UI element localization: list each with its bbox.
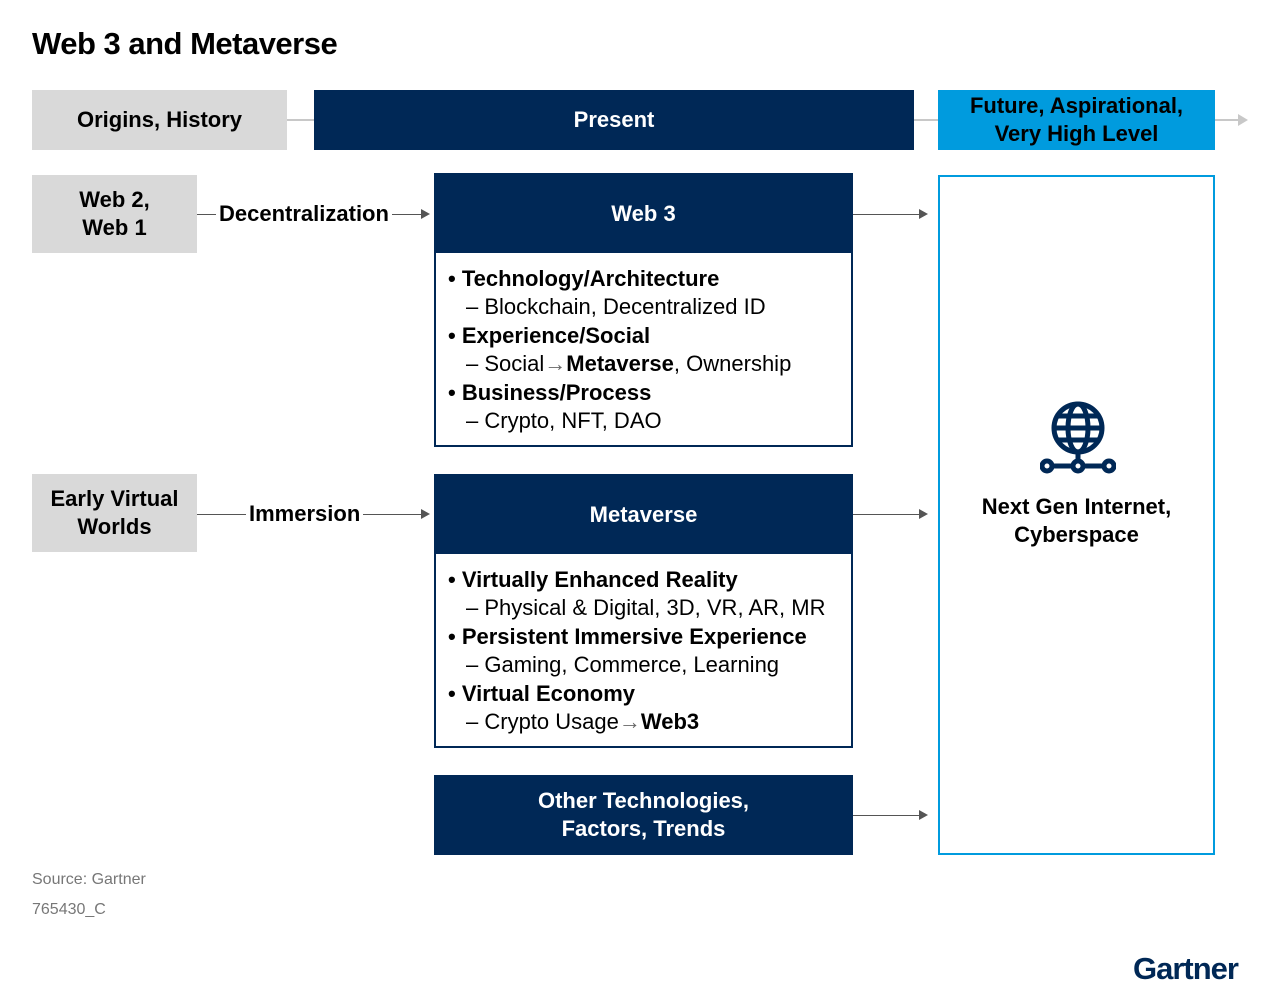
timeline-line [914, 119, 938, 121]
list-item: • Virtually Enhanced Reality – Physical … [448, 566, 851, 622]
sub-item: – Crypto Usage→Web3 [466, 709, 700, 734]
connector-arrowhead [919, 209, 928, 219]
figure-id: 765430_C [32, 901, 106, 918]
other-technologies-box: Other Technologies, Factors, Trends [434, 775, 853, 855]
other-label-line1: Other Technologies, [537, 788, 750, 813]
arrow-right-icon: → [618, 709, 641, 734]
web3-to-future-connector [853, 214, 920, 215]
bullet: • Virtual Economy [448, 681, 636, 706]
future-label-line2: Cyberspace [1014, 522, 1139, 547]
origins-label: Origins, History [76, 107, 243, 132]
sub-item: – Social→Metaverse, Ownership [466, 351, 792, 376]
web3-list: • Technology/Architecture – Blockchain, … [436, 253, 851, 435]
timeline-line [287, 119, 314, 121]
page-title: Web 3 and Metaverse [32, 26, 338, 61]
web3-card: Web 3 • Technology/Architecture – Blockc… [434, 173, 853, 447]
timeline-line [1215, 119, 1239, 121]
sub-item: – Physical & Digital, 3D, VR, AR, MR [466, 595, 826, 620]
metaverse-heading: Metaverse [436, 476, 851, 554]
connector-arrowhead [919, 810, 928, 820]
arrow-right-icon: → [544, 351, 567, 376]
timeline-arrowhead [1238, 114, 1248, 126]
bullet: • Business/Process [448, 380, 652, 405]
present-label: Present [573, 107, 655, 132]
globe-network-icon [1040, 401, 1116, 474]
connector-arrowhead [421, 209, 430, 219]
metaverse-card: Metaverse • Virtually Enhanced Reality –… [434, 474, 853, 748]
future-label-line1: Future, Aspirational, [969, 93, 1184, 118]
future-label-line1: Next Gen Internet, [981, 494, 1172, 519]
connector-arrowhead [919, 509, 928, 519]
web3-heading: Web 3 [436, 175, 851, 253]
early-virtual-label: Early Virtual [50, 486, 179, 511]
web1-label: Web 1 [82, 215, 147, 240]
future-header: Future, Aspirational, Very High Level [938, 90, 1215, 150]
origins-header: Origins, History [32, 90, 287, 150]
list-item: • Virtual Economy – Crypto Usage→Web3 [448, 680, 851, 736]
bullet: • Persistent Immersive Experience [448, 624, 807, 649]
immersion-label: Immersion [246, 501, 364, 527]
list-item: • Technology/Architecture – Blockchain, … [448, 265, 851, 321]
bullet: • Virtually Enhanced Reality [448, 567, 738, 592]
connector-arrowhead [421, 509, 430, 519]
bullet: • Technology/Architecture [448, 266, 720, 291]
decentralization-label: Decentralization [216, 201, 392, 227]
present-header: Present [314, 90, 914, 150]
sub-item: – Blockchain, Decentralized ID [466, 294, 766, 319]
web2-label: Web 2, [79, 187, 150, 212]
other-label-line2: Factors, Trends [561, 816, 726, 841]
list-item: • Experience/Social – Social→Metaverse, … [448, 322, 851, 378]
future-label: Next Gen Internet, Cyberspace [940, 493, 1213, 549]
metaverse-to-future-connector [853, 514, 920, 515]
bullet: • Experience/Social [448, 323, 651, 348]
sub-item: – Crypto, NFT, DAO [466, 408, 662, 433]
web2-web1-box: Web 2, Web 1 [32, 175, 197, 253]
source-note: Source: Gartner [32, 871, 146, 888]
future-label-line2: Very High Level [994, 121, 1159, 146]
other-to-future-connector [853, 815, 920, 816]
worlds-label: Worlds [77, 514, 152, 539]
list-item: • Persistent Immersive Experience – Gami… [448, 623, 851, 679]
list-item: • Business/Process – Crypto, NFT, DAO [448, 379, 851, 435]
metaverse-list: • Virtually Enhanced Reality – Physical … [436, 554, 851, 736]
sub-item: – Gaming, Commerce, Learning [466, 652, 780, 677]
early-virtual-worlds-box: Early Virtual Worlds [32, 474, 197, 552]
future-box: Next Gen Internet, Cyberspace [938, 175, 1215, 855]
gartner-logo: Gartner [1133, 951, 1239, 986]
